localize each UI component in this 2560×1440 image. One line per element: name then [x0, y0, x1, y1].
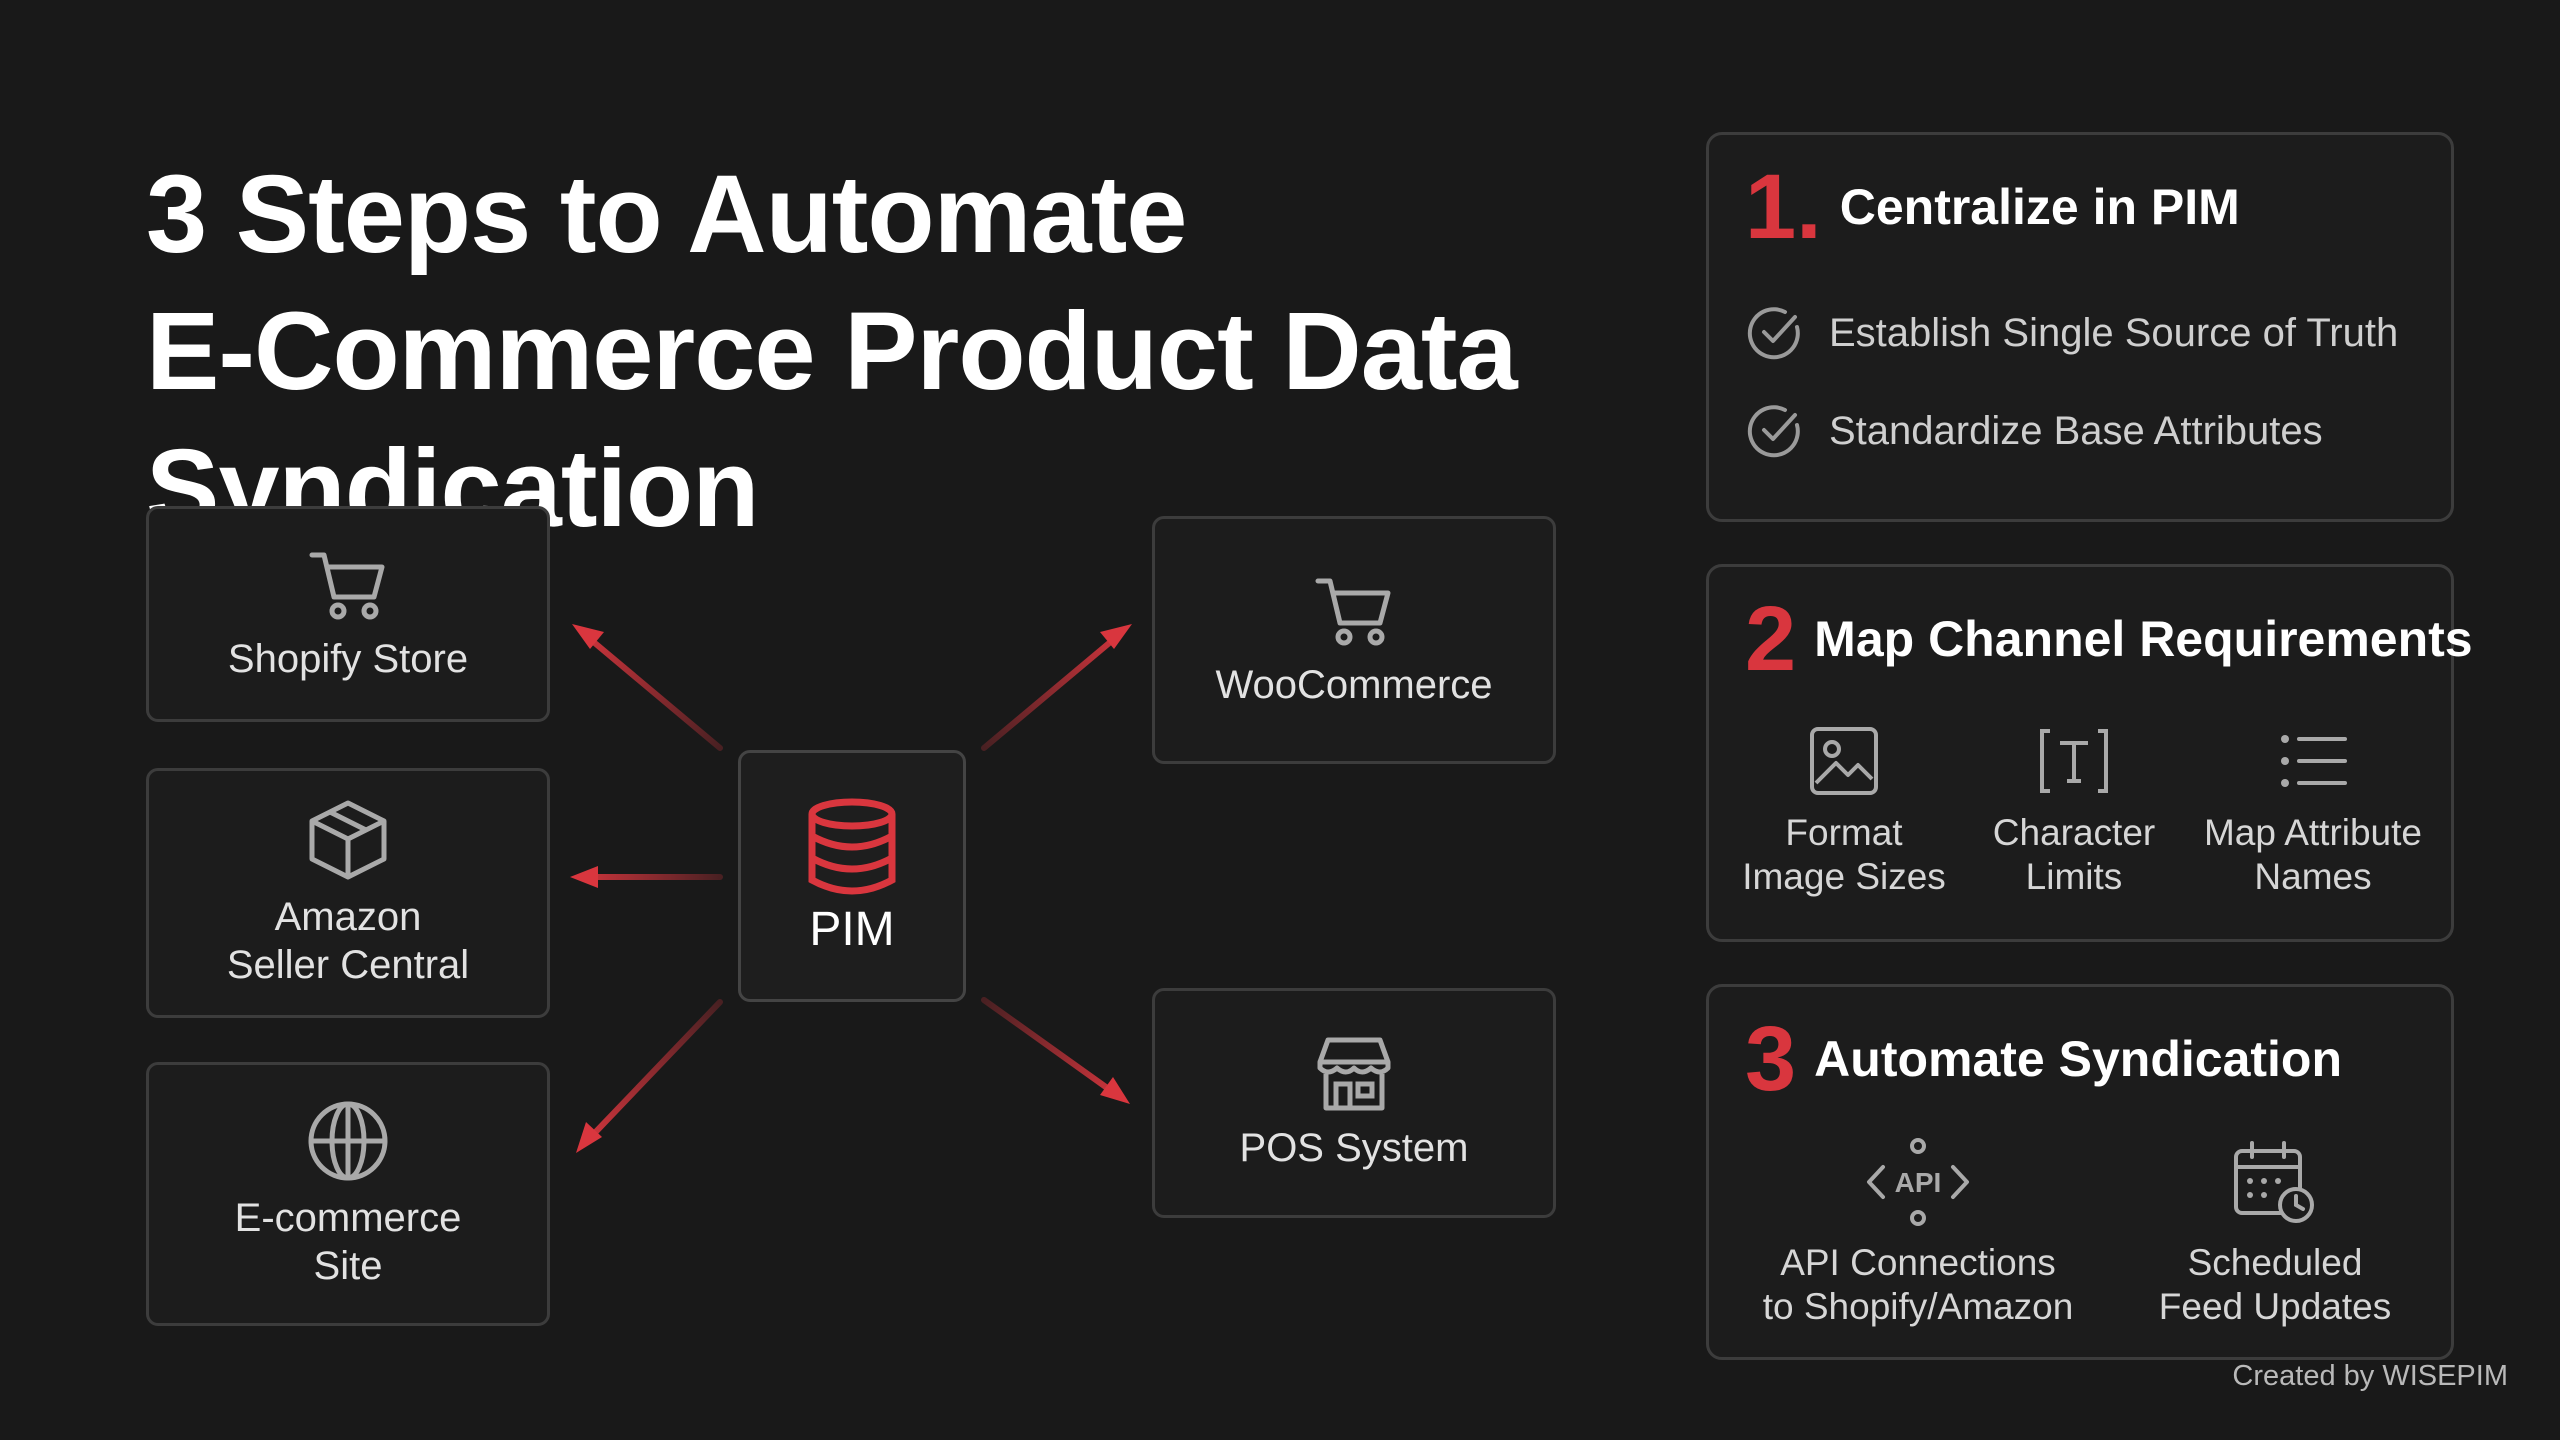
feature-item: API API Connections to Shopify/Amazon — [1753, 1137, 2083, 1329]
check-circle-icon — [1747, 307, 1800, 360]
database-icon — [808, 798, 896, 895]
arrow-to-ecommerce-site — [576, 999, 723, 1153]
node-ecommerce-site: E-commerce Site — [146, 1062, 550, 1326]
step-title: Map Channel Requirements — [1814, 611, 2473, 667]
title-line-2: E-Commerce Product Data — [146, 290, 1518, 413]
feature-label: Format Image Sizes — [1742, 812, 1946, 897]
cart-icon — [1315, 578, 1391, 646]
node-shopify-store: Shopify Store — [146, 506, 550, 722]
step-number: 1. — [1745, 156, 1822, 258]
page-title: 3 Steps to Automate E-Commerce Product D… — [146, 146, 1646, 557]
node-amazon-seller-central: Amazon Seller Central — [146, 768, 550, 1018]
feature-item: Scheduled Feed Updates — [2125, 1137, 2425, 1329]
checklist-label: Establish Single Source of Truth — [1829, 310, 2399, 355]
node-label: Shopify Store — [227, 637, 469, 681]
calendar-clock-icon — [2234, 1141, 2314, 1223]
credit-text: Created by WISEPIM — [2232, 1360, 2508, 1392]
node-woocommerce: WooCommerce — [1152, 516, 1556, 764]
step-title: Automate Syndication — [1814, 1031, 2343, 1087]
list-icon — [2281, 735, 2347, 787]
checklist-label: Standardize Base Attributes — [1829, 408, 2323, 453]
feature-label: Scheduled Feed Updates — [2158, 1242, 2392, 1327]
node-label: WooCommerce — [1215, 663, 1493, 707]
feature-label: Map Attribute Names — [2203, 812, 2422, 897]
step-header: 3 Automate Syndication — [1745, 1009, 2342, 1109]
arrow-to-woocommerce — [981, 624, 1132, 751]
cart-icon — [309, 552, 385, 620]
title-line-1: 3 Steps to Automate — [146, 153, 1187, 276]
feature-label: Character Limits — [1992, 812, 2156, 897]
node-label: Amazon Seller Central — [226, 895, 470, 987]
feature-item: Format Image Sizes — [1733, 725, 1955, 899]
check-circle-icon — [1747, 405, 1800, 458]
arrow-to-amazon — [570, 866, 723, 888]
feature-item: Map Attribute Names — [2193, 725, 2433, 899]
step-title: Centralize in PIM — [1839, 179, 2240, 235]
node-label: PIM — [809, 903, 895, 956]
step-header: 2 Map Channel Requirements — [1745, 589, 2473, 689]
feature-label: API Connections to Shopify/Amazon — [1762, 1242, 2074, 1327]
arrow-to-pos — [981, 997, 1130, 1104]
node-label: E-commerce Site — [234, 1196, 462, 1288]
box-icon — [309, 800, 387, 880]
step-number: 2 — [1745, 588, 1797, 690]
text-icon — [2040, 729, 2108, 793]
step-number: 3 — [1745, 1008, 1797, 1110]
step-card-2: 2 Map Channel Requirements Format Image … — [1706, 564, 2473, 942]
store-icon — [1317, 1037, 1391, 1111]
step-header: 1. Centralize in PIM — [1745, 157, 2240, 257]
api-icon: API — [1867, 1138, 1969, 1226]
checklist-item: Standardize Base Attributes — [1745, 401, 2323, 461]
node-pos-system: POS System — [1152, 988, 1556, 1218]
checklist-item: Establish Single Source of Truth — [1745, 303, 2398, 363]
node-pim-hub: PIM — [738, 750, 966, 1002]
api-icon-text: API — [1895, 1167, 1942, 1198]
step-card-3: 3 Automate Syndication API API Connectio… — [1706, 984, 2454, 1360]
node-label: POS System — [1239, 1126, 1469, 1170]
step-card-1: 1. Centralize in PIM Establish Single So… — [1706, 132, 2454, 522]
arrow-to-shopify — [572, 624, 723, 751]
feature-item: Character Limits — [1963, 725, 2185, 899]
globe-icon — [308, 1101, 388, 1181]
image-icon — [1810, 727, 1878, 795]
